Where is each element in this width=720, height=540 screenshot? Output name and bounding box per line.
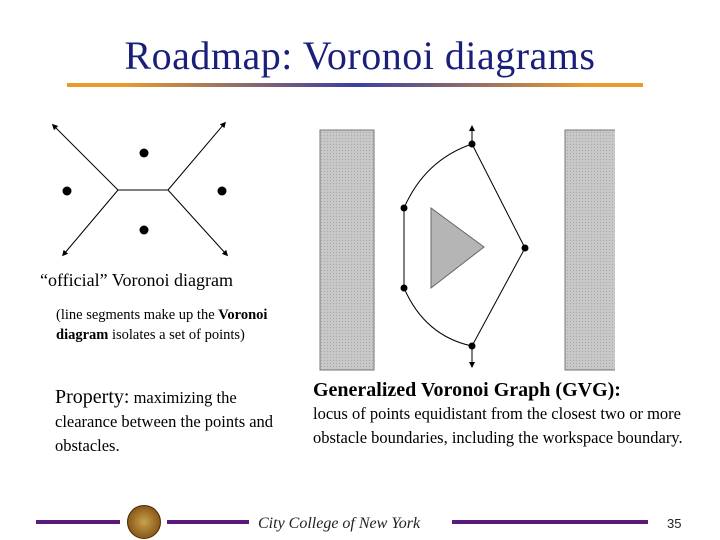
- page-number: 35: [667, 516, 682, 531]
- voronoi-edge: [167, 121, 226, 191]
- desc-text: (line segments make up the: [56, 307, 219, 323]
- property-heading: Property:: [55, 386, 130, 408]
- gvg-node: [468, 140, 476, 148]
- gvg-node: [521, 244, 529, 252]
- left-obstacle: [319, 129, 375, 371]
- site-point: [62, 186, 72, 196]
- gvg-node: [400, 284, 408, 292]
- desc-bold-term: Voronoi diagram: [56, 307, 268, 343]
- gvg-edge: [471, 143, 526, 249]
- property-paragraph: Property: maximizing the clearance betwe…: [55, 385, 295, 458]
- footer-institution: City College of New York: [258, 515, 421, 532]
- voronoi-diagram-figure: [51, 121, 229, 257]
- gvg-node: [400, 204, 408, 212]
- official-voronoi-caption: “official” Voronoi diagram: [40, 270, 233, 290]
- triangle-obstacle: [430, 207, 485, 290]
- gvg-edge: [471, 247, 526, 347]
- property-text: maximizing the clearance between the poi…: [55, 388, 274, 455]
- gvg-heading: Generalized Voronoi Graph (GVG):: [313, 379, 621, 401]
- voronoi-description: (line segments make up the Voronoi diagr…: [56, 305, 276, 345]
- gvg-text: locus of points equidistant from the clo…: [313, 404, 683, 447]
- gvg-node: [468, 342, 476, 350]
- gvg-edge: [403, 287, 473, 347]
- footer-rule-middle: [167, 520, 249, 524]
- site-point: [139, 148, 149, 158]
- college-seal-icon: [127, 505, 161, 539]
- desc-text: isolates a set of points): [108, 327, 245, 343]
- voronoi-edge: [62, 189, 119, 257]
- voronoi-edge: [167, 189, 229, 257]
- gvg-edge: [403, 143, 473, 209]
- footer-rule-right: [452, 520, 648, 524]
- site-point: [139, 225, 149, 235]
- gvg-figure: [319, 125, 615, 371]
- site-point: [217, 186, 227, 196]
- gvg-paragraph: Generalized Voronoi Graph (GVG): locus o…: [313, 378, 703, 450]
- footer-rule-left: [36, 520, 120, 524]
- voronoi-edge: [51, 123, 119, 191]
- slide-title: Roadmap: Voronoi diagrams: [124, 33, 596, 78]
- right-obstacle: [564, 129, 615, 371]
- title-divider: [67, 83, 643, 87]
